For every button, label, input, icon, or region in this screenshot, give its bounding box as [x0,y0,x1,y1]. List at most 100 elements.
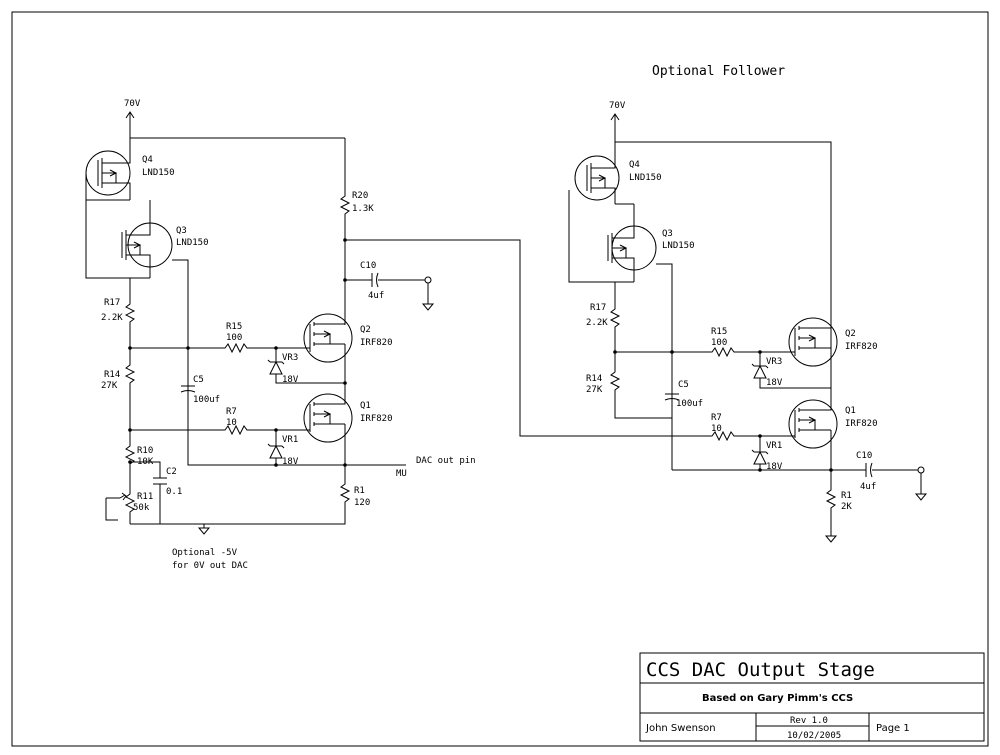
left-c2-value: 0.1 [166,487,182,497]
left-mu-label: MU [396,469,407,479]
title-block: CCS DAC Output Stage Based on Gary Pimm'… [639,652,985,742]
left-q3-part: LND150 [176,238,209,248]
right-r1-value: 2K [841,502,852,512]
left-vr3-zener [267,348,345,384]
right-c5-label: C5 [678,380,689,390]
right-r1-label: R1 [841,491,852,501]
right-q4-label: Q4 [629,160,640,170]
left-r20-value: 1.3K [352,204,374,214]
left-q3-label: Q3 [176,226,187,236]
right-vr1-label: VR1 [766,441,782,451]
left-q1-part: IRF820 [360,414,393,424]
right-r7-value: 10 [711,424,722,434]
right-supply-label: 70V [609,101,626,111]
right-vr3-zener [751,352,831,389]
left-c10-label: C10 [360,261,376,271]
left-r11-value: 50k [133,503,150,513]
right-c5-value: 100uf [676,399,703,409]
left-r10-resistor [124,430,136,490]
left-r17-value: 2.2K [101,313,123,323]
left-q4-mosfet [85,138,131,201]
left-r11-pot [105,490,136,524]
left-r15-line [130,342,300,354]
left-vr1-label: VR1 [282,435,298,445]
left-r1-value: 120 [354,498,370,508]
right-r17-label: R17 [590,303,606,313]
left-r7-value: 10 [226,418,237,428]
right-q1-mosfet [785,388,838,470]
left-q1-mosfet [300,383,353,465]
title-block-date: 10/02/2005 [787,731,841,741]
right-r17-value: 2.2K [586,318,608,328]
left-note-line1: Optional -5V [172,548,238,558]
left-c5-label: C5 [193,375,204,385]
left-r20-label: R20 [352,191,368,201]
left-q4-part: LND150 [142,168,175,178]
right-r14-value: 27K [586,385,603,395]
right-q2-mosfet [785,317,838,367]
left-note-line2: for 0V out DAC [172,561,248,571]
optional-follower-heading: Optional Follower [652,64,785,79]
left-circuit: 70V Q4 LND150 Q3 LND150 R20 1.3K [85,99,672,571]
title-block-rev: Rev 1.0 [790,716,828,726]
left-top-rail [130,137,346,190]
right-top-rail [615,141,832,388]
left-supply-arrow [125,111,135,138]
right-q2-label: Q2 [845,329,856,339]
right-c10-value: 4uf [860,482,876,492]
left-r17-label: R17 [104,298,120,308]
right-r15-value: 100 [711,338,727,348]
right-q1-part: IRF820 [845,419,878,429]
right-r17-resistor [609,305,621,352]
left-c10-value: 4uf [368,291,384,301]
title-block-page: Page 1 [876,723,910,734]
right-r14-label: R14 [586,374,602,384]
left-supply-label: 70V [124,99,141,109]
left-r10-label: R10 [137,446,153,456]
right-supply-arrow [610,113,620,142]
right-vr3-label: VR3 [766,357,782,367]
right-r7-label: R7 [711,413,722,423]
left-r7-line [130,424,300,436]
left-bottom-rail [130,508,346,525]
left-r15-value: 100 [226,333,242,343]
title-block-subtitle: Based on Gary Pimm's CCS [702,693,853,704]
left-c5-value: 100uf [193,395,220,405]
right-r15-label: R15 [711,327,727,337]
right-circuit: Optional Follower 70V Q4 LND150 Q3 LND15… [568,64,928,543]
right-q4-mosfet [568,142,620,283]
left-vr1-value: 18V [282,457,299,467]
left-r14-label: R14 [104,370,120,380]
left-q1-label: Q1 [360,401,371,411]
left-q2-part: IRF820 [360,338,393,348]
right-c5-capacitor [664,352,680,418]
left-c2-label: C2 [166,467,177,477]
right-r1-resistor [824,470,838,543]
left-vr1-zener [267,430,285,465]
left-c5-capacitor [180,348,196,393]
right-vr3-value: 18V [766,378,783,388]
left-c2-capacitor [130,461,167,524]
left-r1-label: R1 [354,486,365,496]
sheet-border [11,11,989,747]
right-vr1-zener [751,436,769,470]
left-out-to-follower [345,239,672,437]
right-output-bus [672,462,918,478]
right-vr1-value: 18V [766,462,783,472]
title-block-title: CCS DAC Output Stage [646,659,875,681]
title-block-author: John Swenson [645,723,716,734]
left-q2-label: Q2 [360,325,371,335]
left-r20-resistor [339,190,351,240]
left-r7-label: R7 [226,407,237,417]
right-c10-label: C10 [856,451,872,461]
left-vr3-label: VR3 [282,353,298,363]
left-r14-value: 27K [101,381,118,391]
left-q4-label: Q4 [142,155,153,165]
right-q4-part: LND150 [629,173,662,183]
right-r15-line [615,346,785,358]
right-r14-resistor [609,352,672,419]
right-q2-part: IRF820 [845,342,878,352]
left-r15-label: R15 [226,322,242,332]
right-q3-label: Q3 [662,229,673,239]
